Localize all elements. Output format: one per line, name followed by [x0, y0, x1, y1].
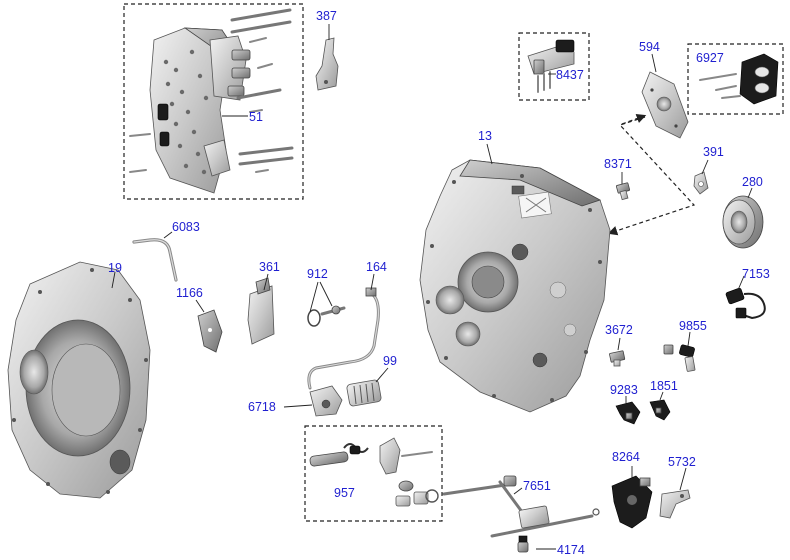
callout-19-label: 19: [108, 261, 122, 275]
callout-6927: 6927: [696, 51, 724, 65]
callout-8264: 8264: [612, 450, 640, 464]
leader-164: [370, 273, 375, 291]
plug-part-4174[interactable]: [517, 535, 529, 553]
shift-shaft-part-7651[interactable]: [442, 475, 600, 538]
callout-9855: 9855: [679, 319, 707, 333]
solenoid-group-box-6927: [687, 43, 784, 115]
callout-387: 387: [316, 9, 337, 23]
leader-7651: [513, 487, 523, 495]
callout-8371: 8371: [604, 157, 632, 171]
leader-19: [111, 271, 116, 289]
routing-arrow-594-to-case: [607, 116, 696, 236]
solenoid-group-box-8437: [518, 32, 590, 101]
range-sensor-part-8264[interactable]: [611, 475, 653, 529]
callout-9283: 9283: [610, 383, 638, 397]
leader-391: [701, 159, 709, 175]
tube-part-6083[interactable]: [132, 238, 178, 282]
callout-391: 391: [703, 145, 724, 159]
leader-594: [651, 53, 657, 73]
callout-8437: 8437: [556, 68, 584, 82]
shift-parts-part-957[interactable]: [309, 437, 439, 507]
clip-part-391[interactable]: [693, 171, 709, 195]
callout-1851: 1851: [650, 379, 678, 393]
callout-6718-label: 6718: [248, 400, 276, 414]
callout-7153: 7153: [742, 267, 770, 281]
leader-361: [263, 273, 269, 291]
callout-3672: 3672: [605, 323, 633, 337]
leader-6718: [283, 404, 313, 408]
leader-280: [747, 187, 753, 199]
callout-5732: 5732: [668, 455, 696, 469]
callout-164: 164: [366, 260, 387, 274]
bracket-part-1166[interactable]: [197, 309, 223, 353]
callout-594: 594: [639, 40, 660, 54]
clip-pin-part-912[interactable]: [307, 305, 346, 327]
transmission-case-part-13[interactable]: [419, 159, 611, 413]
filter-part-99[interactable]: [346, 379, 382, 407]
lever-part-5732[interactable]: [659, 489, 691, 519]
sensor-part-9283[interactable]: [615, 401, 641, 425]
cover-plate-part-280[interactable]: [722, 195, 764, 249]
leader-5732: [679, 467, 687, 491]
callout-957: 957: [334, 486, 355, 500]
leader-13: [486, 143, 493, 165]
leader-1851: [659, 391, 664, 401]
routing-arrow-to-594: [621, 113, 647, 125]
callout-99: 99: [383, 354, 397, 368]
bell-housing-part-19[interactable]: [7, 261, 151, 499]
callout-13: 13: [478, 129, 492, 143]
shield-part-361[interactable]: [247, 277, 275, 345]
callout-51: 51: [249, 110, 263, 124]
solenoid-pack-part-6927[interactable]: [699, 53, 779, 105]
sensor-part-8371[interactable]: [615, 182, 631, 201]
callout-6083-label: 6083: [172, 220, 200, 234]
callout-7651: 7651: [523, 479, 551, 493]
callout-912: 912: [307, 267, 328, 281]
valve-body-group-box: [123, 3, 304, 200]
bracket-part-387[interactable]: [315, 37, 339, 91]
sensor-part-1851[interactable]: [649, 399, 671, 421]
fitting-part-6718[interactable]: [309, 385, 343, 417]
leader-9855: [687, 331, 691, 347]
callout-4174: 4174: [557, 543, 585, 557]
solenoid-part-8437[interactable]: [527, 39, 575, 93]
callout-280: 280: [742, 175, 763, 189]
leader-1166: [195, 299, 205, 313]
plug-part-3672[interactable]: [609, 350, 626, 367]
wiring-sensor-part-7153[interactable]: [725, 287, 766, 320]
sensor-pair-part-9855[interactable]: [663, 344, 696, 372]
callout-1166-label: 1166: [176, 286, 203, 300]
leader-912-a: [309, 281, 319, 313]
leader-7153: [737, 275, 745, 291]
valve-body-part-51[interactable]: [129, 8, 294, 194]
leader-3672: [617, 337, 621, 351]
pump-cover-part-594[interactable]: [641, 71, 689, 139]
leader-99: [375, 367, 389, 383]
shift-parts-group-box: [304, 425, 443, 522]
leader-6083: [163, 231, 173, 239]
leader-912-b: [319, 281, 333, 307]
tube-part-164[interactable]: [307, 287, 380, 390]
callout-361: 361: [259, 260, 280, 274]
